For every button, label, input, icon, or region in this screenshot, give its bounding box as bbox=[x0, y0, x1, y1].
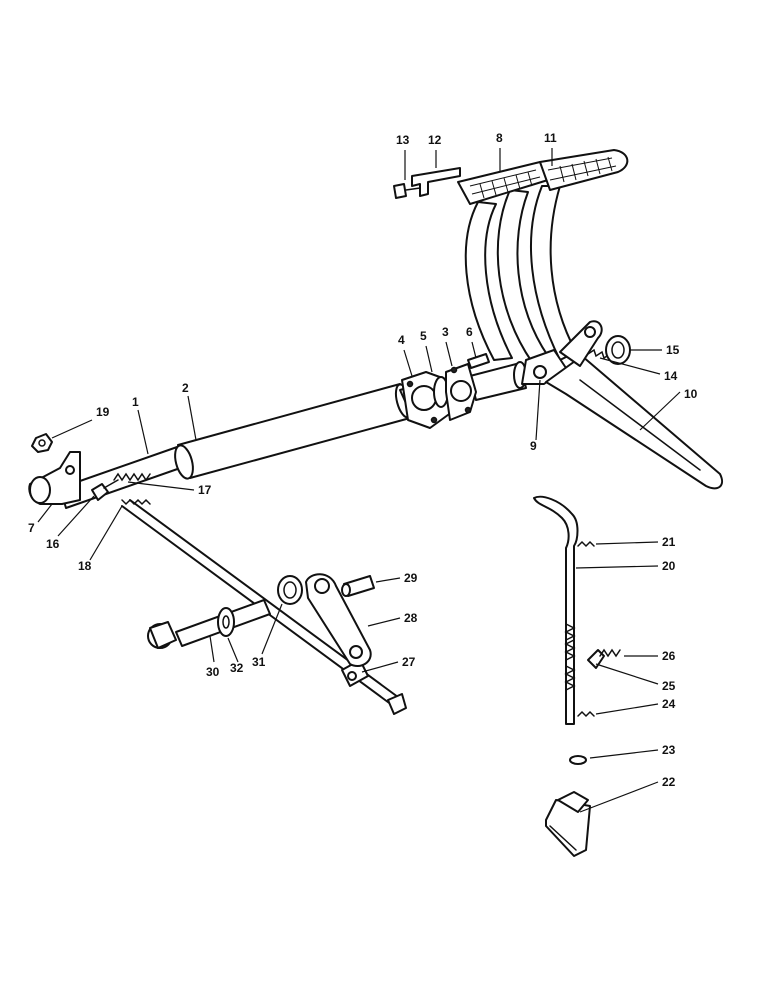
set-screw-16 bbox=[91, 479, 119, 501]
callout-25: 25 bbox=[662, 679, 676, 693]
callout-17: 17 bbox=[198, 483, 212, 497]
callout-3: 3 bbox=[442, 325, 449, 339]
callout-18: 18 bbox=[78, 559, 92, 573]
washer-23 bbox=[569, 755, 587, 765]
pedal-pad-8 bbox=[457, 161, 549, 205]
bearing-flange bbox=[401, 353, 490, 429]
callout-22: 22 bbox=[662, 775, 676, 789]
callout-12: 12 bbox=[428, 133, 442, 147]
adjuster-rod-20 bbox=[533, 495, 579, 725]
callout-30: 30 bbox=[206, 665, 220, 679]
lever-10 bbox=[545, 355, 724, 490]
callout-11: 11 bbox=[544, 131, 557, 145]
spring-17 bbox=[113, 472, 151, 482]
callout-14: 14 bbox=[664, 369, 678, 383]
callout-9: 9 bbox=[530, 439, 537, 453]
callout-27: 27 bbox=[402, 655, 416, 669]
pin-29 bbox=[341, 575, 375, 597]
callout-labels: 1 2 3 4 5 6 7 8 9 10 11 12 13 14 15 16 1… bbox=[28, 131, 698, 789]
stop-bracket bbox=[559, 320, 603, 367]
bracket-12 bbox=[411, 167, 461, 197]
pedal-arms bbox=[464, 185, 577, 363]
callout-6: 6 bbox=[466, 325, 473, 339]
spring-24 bbox=[577, 710, 595, 718]
callout-24: 24 bbox=[662, 697, 676, 711]
pedal-pad-11 bbox=[539, 149, 629, 191]
callout-10: 10 bbox=[684, 387, 698, 401]
bolt-13 bbox=[393, 183, 421, 199]
callout-2: 2 bbox=[182, 381, 189, 395]
callout-26: 26 bbox=[662, 649, 676, 663]
callout-19: 19 bbox=[96, 405, 110, 419]
screw-26 bbox=[587, 648, 621, 669]
callout-5: 5 bbox=[420, 329, 427, 343]
callout-13: 13 bbox=[396, 133, 410, 147]
callout-7: 7 bbox=[28, 521, 35, 535]
callout-32: 32 bbox=[230, 661, 244, 675]
callout-16: 16 bbox=[46, 537, 60, 551]
callout-28: 28 bbox=[404, 611, 418, 625]
washer-32 bbox=[217, 607, 235, 637]
lever-arm-28 bbox=[305, 573, 372, 668]
pad-22 bbox=[545, 791, 591, 857]
callout-31: 31 bbox=[252, 655, 266, 669]
callout-8: 8 bbox=[496, 131, 503, 145]
bush-31 bbox=[277, 575, 303, 605]
leader-lines bbox=[37, 148, 681, 813]
nut-19 bbox=[31, 433, 53, 453]
callout-21: 21 bbox=[662, 535, 676, 549]
callout-15: 15 bbox=[666, 343, 680, 357]
callout-23: 23 bbox=[662, 743, 676, 757]
spring-21 bbox=[577, 540, 595, 548]
end-bracket-7 bbox=[28, 451, 81, 505]
callout-1: 1 bbox=[132, 395, 139, 409]
callout-4: 4 bbox=[398, 333, 405, 347]
callout-20: 20 bbox=[662, 559, 676, 573]
bolt-30 bbox=[147, 599, 271, 649]
circlip-15 bbox=[605, 335, 631, 365]
callout-29: 29 bbox=[404, 571, 418, 585]
